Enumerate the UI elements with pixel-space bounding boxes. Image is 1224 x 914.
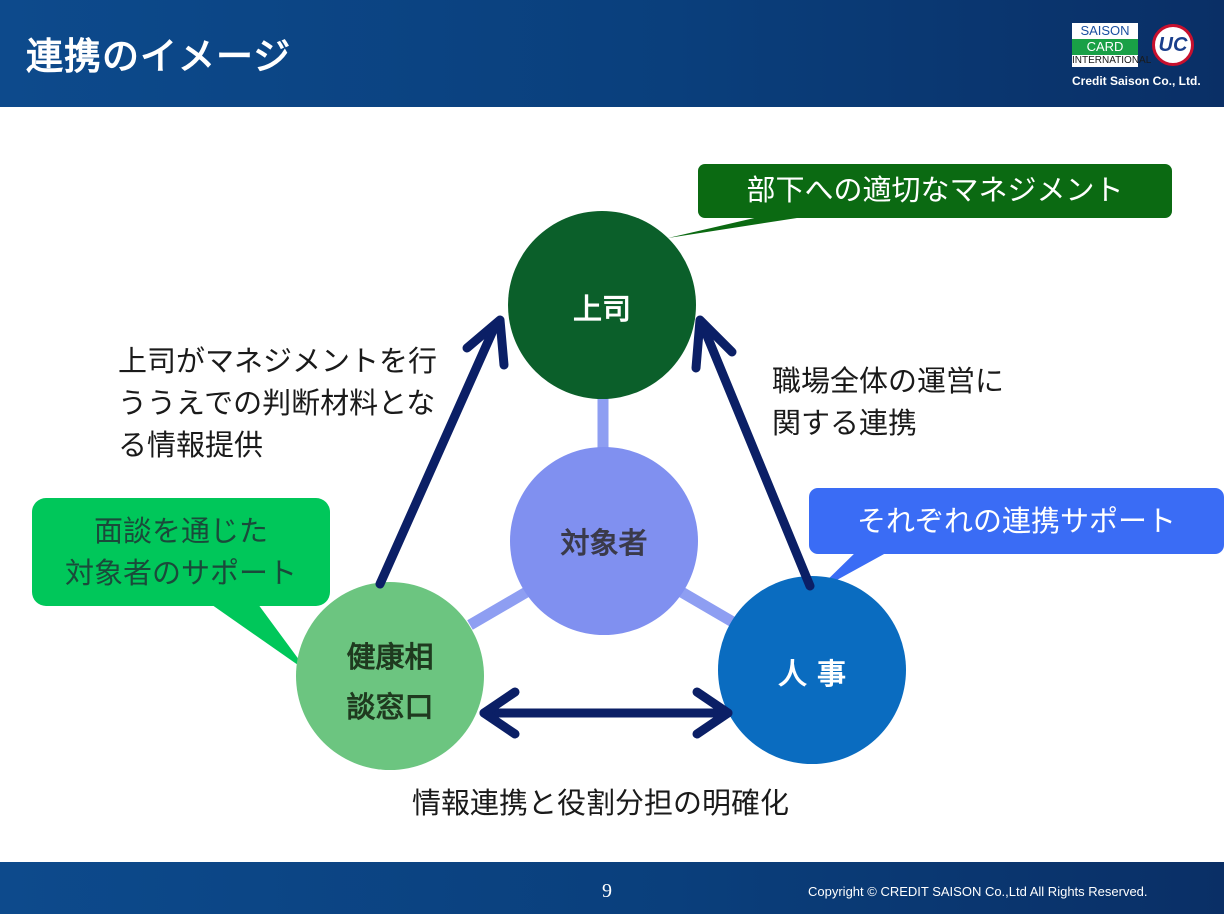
header-bar bbox=[0, 0, 1224, 107]
saison-card-logo: SAISON CARD INTERNATIONAL bbox=[1072, 23, 1152, 67]
node-health-label: 健康相 談窓口 bbox=[320, 632, 460, 732]
arrow-health-hr-right-head bbox=[692, 687, 733, 739]
slide-title: 連携のイメージ bbox=[26, 35, 292, 78]
copyright-text: Copyright © CREDIT SAISON Co.,Ltd All Ri… bbox=[808, 884, 1148, 899]
edge-label-right-line1: 職場全体の運営に bbox=[772, 364, 1005, 398]
callout-boss-tail bbox=[668, 212, 810, 238]
logo-line1: SAISON bbox=[1072, 23, 1138, 39]
arrow-hr-to-boss-head bbox=[691, 315, 737, 373]
callout-boss bbox=[698, 164, 1172, 218]
arrow-health-to-boss-head bbox=[462, 315, 509, 370]
edge-label-right: 職場全体の運営に 関する連携 bbox=[772, 360, 1004, 444]
callout-boss-text: 部下への適切なマネジメント bbox=[746, 173, 1124, 207]
callout-hr-text: それぞれの連携サポート bbox=[856, 504, 1176, 538]
node-health-label-line1: 健康相 bbox=[346, 640, 434, 674]
node-boss bbox=[508, 211, 696, 399]
callout-health-line1: 面談を通じた bbox=[93, 514, 268, 548]
edge-label-right-line2: 関する連携 bbox=[772, 406, 918, 440]
spoke-hr bbox=[675, 585, 741, 630]
callout-health bbox=[32, 498, 330, 606]
node-boss-label: 上司 bbox=[572, 292, 631, 326]
callout-health-text: 面談を通じた 対象者のサポート bbox=[32, 510, 330, 594]
logo-line3: INTERNATIONAL bbox=[1072, 55, 1152, 67]
arrow-health-to-boss bbox=[375, 321, 500, 589]
arrow-health-hr-left-head bbox=[479, 687, 520, 739]
callout-health-line2: 対象者のサポート bbox=[64, 556, 297, 590]
company-name: Credit Saison Co., Ltd. bbox=[1072, 74, 1201, 88]
edge-label-left-line3: る情報提供 bbox=[118, 428, 264, 462]
spoke-health bbox=[467, 585, 533, 630]
node-health bbox=[296, 582, 484, 770]
edge-label-left-line1: 上司がマネジメントを行 bbox=[118, 344, 438, 378]
arrow-hr-to-boss bbox=[698, 321, 815, 591]
edge-label-bottom: 情報連携と役割分担の明確化 bbox=[412, 786, 790, 820]
callout-hr bbox=[809, 488, 1224, 554]
node-target bbox=[510, 447, 698, 635]
footer-bar bbox=[0, 862, 1224, 914]
node-hr bbox=[718, 576, 906, 764]
logo-line2: CARD bbox=[1072, 39, 1138, 55]
node-hr-label: 人 事 bbox=[777, 657, 847, 691]
edge-label-left: 上司がマネジメントを行 ううえでの判断材料とな る情報提供 bbox=[118, 340, 437, 466]
edge-label-left-line2: ううえでの判断材料とな bbox=[118, 386, 436, 420]
node-target-label: 対象者 bbox=[560, 526, 648, 560]
page-number: 9 bbox=[602, 880, 612, 902]
uc-logo: UC bbox=[1152, 24, 1194, 66]
callout-health-tail bbox=[205, 600, 308, 672]
node-health-label-line2: 談窓口 bbox=[346, 690, 434, 724]
